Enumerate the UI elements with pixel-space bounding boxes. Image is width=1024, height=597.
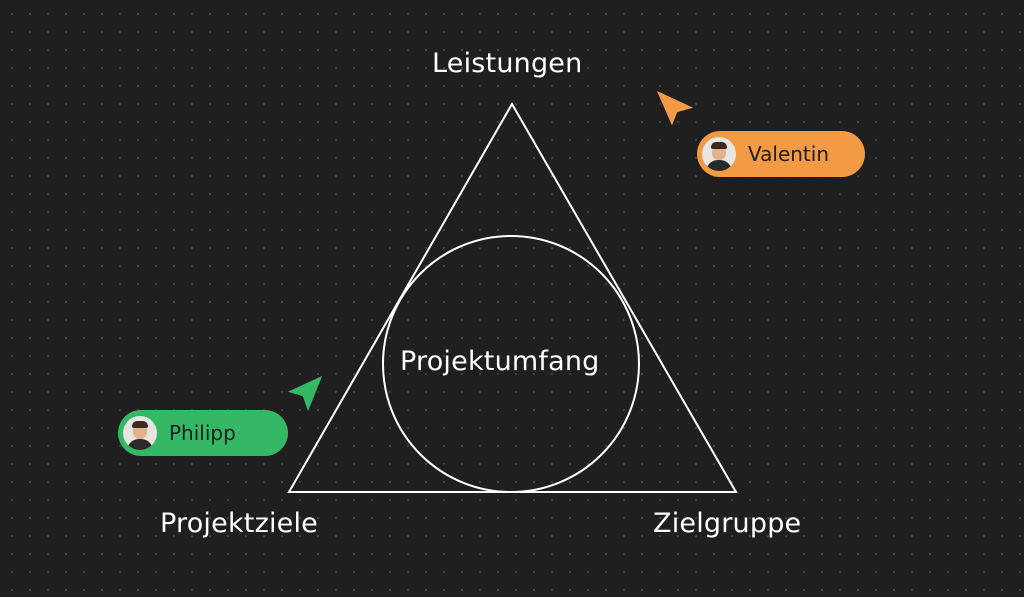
circle-shape (382, 235, 640, 493)
cursor-name-valentin: Valentin (748, 142, 829, 166)
avatar (123, 416, 157, 450)
triangle-shape (287, 101, 738, 493)
label-zielgruppe: Zielgruppe (653, 508, 802, 539)
cursor-tag-valentin: Valentin (697, 131, 865, 177)
cursor-arrow-icon (284, 373, 325, 415)
cursor-name-philipp: Philipp (169, 421, 236, 445)
avatar (702, 137, 736, 171)
label-projektumfang: Projektumfang (400, 346, 600, 377)
cursor-arrow-icon (654, 88, 697, 129)
cursor-tag-philipp: Philipp (118, 410, 288, 456)
label-projektziele: Projektziele (160, 508, 318, 539)
label-leistungen: Leistungen (432, 48, 583, 79)
